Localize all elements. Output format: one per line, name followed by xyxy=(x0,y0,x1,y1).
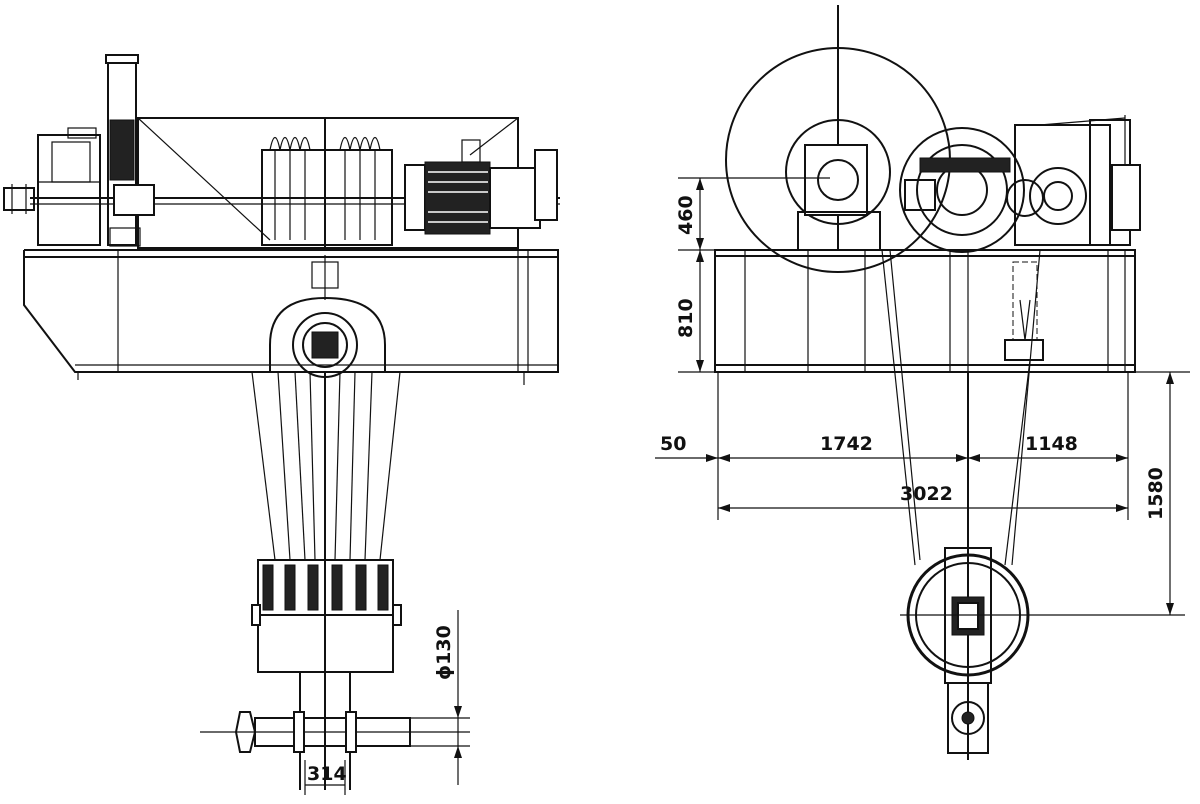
brake-column xyxy=(105,54,155,247)
left-gearbox xyxy=(37,127,101,246)
ropes-front xyxy=(251,371,401,790)
dim-1148-label: 1148 xyxy=(1025,433,1078,455)
lower-pulley-side xyxy=(900,547,1185,754)
dim-314: 314 xyxy=(304,760,347,795)
dim-1742-label: 1742 xyxy=(820,433,873,455)
left-coupling xyxy=(3,184,35,214)
front-view: 314 ϕ130 xyxy=(3,54,560,795)
dim-vertical-left: 460 810 xyxy=(675,177,830,373)
dim-horizontal: 50 1742 1148 3022 xyxy=(655,372,1129,520)
pivot-housing xyxy=(269,255,386,378)
lower-hook-block xyxy=(251,559,402,790)
dim-3022-label: 3022 xyxy=(900,483,953,505)
dim-50-label: 50 xyxy=(660,433,686,455)
dim-130-label: ϕ130 xyxy=(433,625,455,680)
upper-sheave-block xyxy=(261,118,393,250)
motor xyxy=(404,139,558,235)
side-view: 460 810 50 1742 1148 3022 1 xyxy=(655,5,1190,760)
hook-shaft xyxy=(200,711,470,753)
base-frame xyxy=(23,249,559,385)
side-base-frame xyxy=(714,249,1136,373)
gear-train xyxy=(899,115,1141,253)
dim-460-label: 460 xyxy=(675,195,697,235)
dim-810-label: 810 xyxy=(675,298,697,338)
tension-device xyxy=(1004,261,1044,361)
dim-314-label: 314 xyxy=(307,763,347,785)
dim-130: ϕ130 xyxy=(410,610,470,785)
large-drum xyxy=(725,47,951,273)
dim-1580-label: 1580 xyxy=(1145,467,1167,520)
dim-1580: 1580 xyxy=(1130,371,1190,615)
